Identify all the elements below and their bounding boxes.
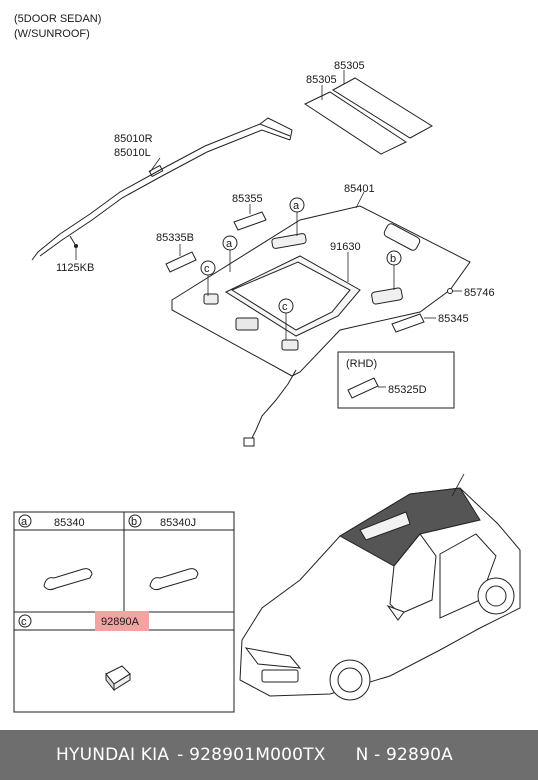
svg-text:b: b (390, 253, 396, 265)
header-line-1: (5DOOR SEDAN) (14, 13, 101, 25)
svg-text:a: a (21, 516, 28, 528)
svg-text:(RHD): (RHD) (346, 358, 377, 370)
grab-handle-icon (43, 568, 93, 591)
legend-row-b: b 85340J (128, 514, 199, 591)
part-85010R: 85010R (114, 133, 153, 145)
svg-text:c: c (21, 616, 27, 628)
header-line-2: (W/SUNROOF) (14, 28, 90, 40)
svg-text:c: c (204, 263, 210, 275)
headliner-panel (171, 205, 471, 377)
legend-row-c: c 92890A (18, 611, 149, 692)
part-85355: 85355 (232, 193, 263, 205)
rhd-box: (RHD) 85325D (337, 351, 455, 409)
svg-text:c: c (282, 301, 288, 313)
part-91630: 91630 (330, 241, 361, 253)
footer-brand: HYUNDAI KIA (56, 745, 170, 765)
legend-row-a: a 85340 (18, 514, 93, 591)
clip-icon (447, 288, 453, 294)
callout-b: b (386, 250, 402, 290)
svg-text:a: a (226, 238, 233, 250)
part-85401: 85401 (344, 183, 375, 195)
svg-text:b: b (131, 516, 137, 528)
part-85325D: 85325D (388, 384, 427, 396)
legend-code-a: 85340 (54, 517, 85, 529)
part-85305-top: 85305 (334, 60, 365, 72)
svg-text:a: a (293, 200, 300, 212)
parts-diagram: (5DOOR SEDAN) (W/SUNROOF) 85305 85305 85… (13, 13, 521, 713)
bolt-icon (74, 244, 78, 248)
footer-part-number: - 928901M000TX (177, 745, 326, 765)
part-85345: 85345 (438, 313, 469, 325)
legend-code-b: 85340J (160, 517, 196, 529)
callout-a-upper: a (289, 197, 305, 236)
part-number-footer: HYUNDAI KIA - 928901M000TX N - 92890A (0, 730, 538, 780)
callout-c-center: c (278, 298, 294, 340)
part-85335B: 85335B (156, 232, 194, 244)
callout-a-left: a (222, 235, 238, 272)
part-85746: 85746 (464, 287, 495, 299)
visor-holder-85335B (165, 251, 197, 273)
footer-oem-number: N - 92890A (355, 745, 453, 765)
highlight-92890A (95, 611, 149, 631)
part-85010L: 85010L (114, 147, 151, 159)
clip-92890A-icon (105, 665, 131, 692)
sunroof-glass-panels (303, 77, 433, 155)
legend-code-c: 92890A (101, 616, 140, 628)
car-illustration (239, 487, 521, 701)
grab-handle-icon (149, 568, 199, 591)
visor-holder-85345 (391, 313, 425, 333)
callout-c-left: c (200, 260, 216, 296)
visor-holder-85355 (233, 211, 267, 231)
part-85305-bottom: 85305 (306, 74, 337, 86)
part-1125KB: 1125KB (56, 262, 94, 274)
